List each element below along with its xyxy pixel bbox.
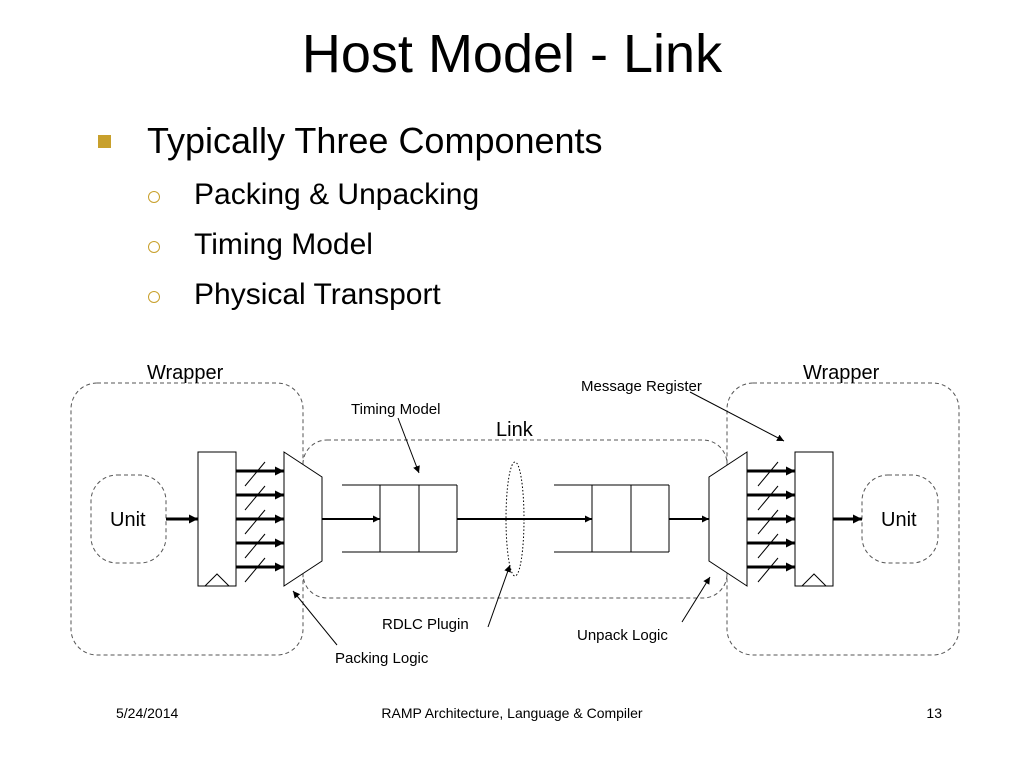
footer-date: 5/24/2014: [116, 705, 179, 721]
link-label: Link: [496, 419, 534, 441]
timing-model-label: Timing Model: [351, 401, 440, 418]
square-bullet-icon: [98, 134, 111, 148]
sub-bullet-packing: Packing & Unpacking: [148, 170, 479, 220]
circle-bullet-icon: [148, 291, 160, 303]
message-register-left: [197, 451, 237, 587]
rdlc-plugin-ellipse: [505, 461, 525, 577]
sub-bullet-list: Packing & Unpacking Timing Model Physica…: [148, 170, 479, 320]
message-register-right: [794, 451, 834, 587]
packing-logic-mux: [283, 451, 323, 587]
wrapper-right-label: Wrapper: [803, 362, 880, 384]
unpack-logic-label: Unpack Logic: [577, 627, 668, 644]
sub-bullet-physical: Physical Transport: [148, 270, 479, 320]
unit-right-label: Unit: [881, 509, 917, 531]
sub-bullet-timing: Timing Model: [148, 220, 479, 270]
sub-bullet-text: Packing & Unpacking: [194, 178, 480, 211]
rdlc-plugin-label: RDLC Plugin: [382, 616, 469, 633]
wrapper-left-label: Wrapper: [147, 362, 224, 384]
footer-title: RAMP Architecture, Language & Compiler: [381, 705, 643, 721]
circle-bullet-icon: [148, 241, 160, 253]
bus-arrows-right: [747, 461, 795, 583]
bullet-text: Typically Three Components: [147, 120, 603, 161]
bullet-typically-three-components: Typically Three Components: [96, 118, 603, 164]
bus-arrows-left: [236, 461, 284, 583]
wrapper-right-box: [726, 382, 960, 656]
circle-bullet-icon: [148, 191, 160, 203]
sub-bullet-text: Physical Transport: [194, 278, 441, 311]
unpack-logic-demux: [708, 451, 748, 587]
sub-bullet-text: Timing Model: [194, 228, 373, 261]
slide-title: Host Model - Link: [301, 24, 723, 84]
packing-logic-label: Packing Logic: [335, 650, 429, 667]
unit-left-label: Unit: [110, 509, 146, 531]
footer-page-number: 13: [926, 705, 942, 721]
message-register-label: Message Register: [581, 378, 702, 395]
callout-pointers: [292, 391, 785, 646]
